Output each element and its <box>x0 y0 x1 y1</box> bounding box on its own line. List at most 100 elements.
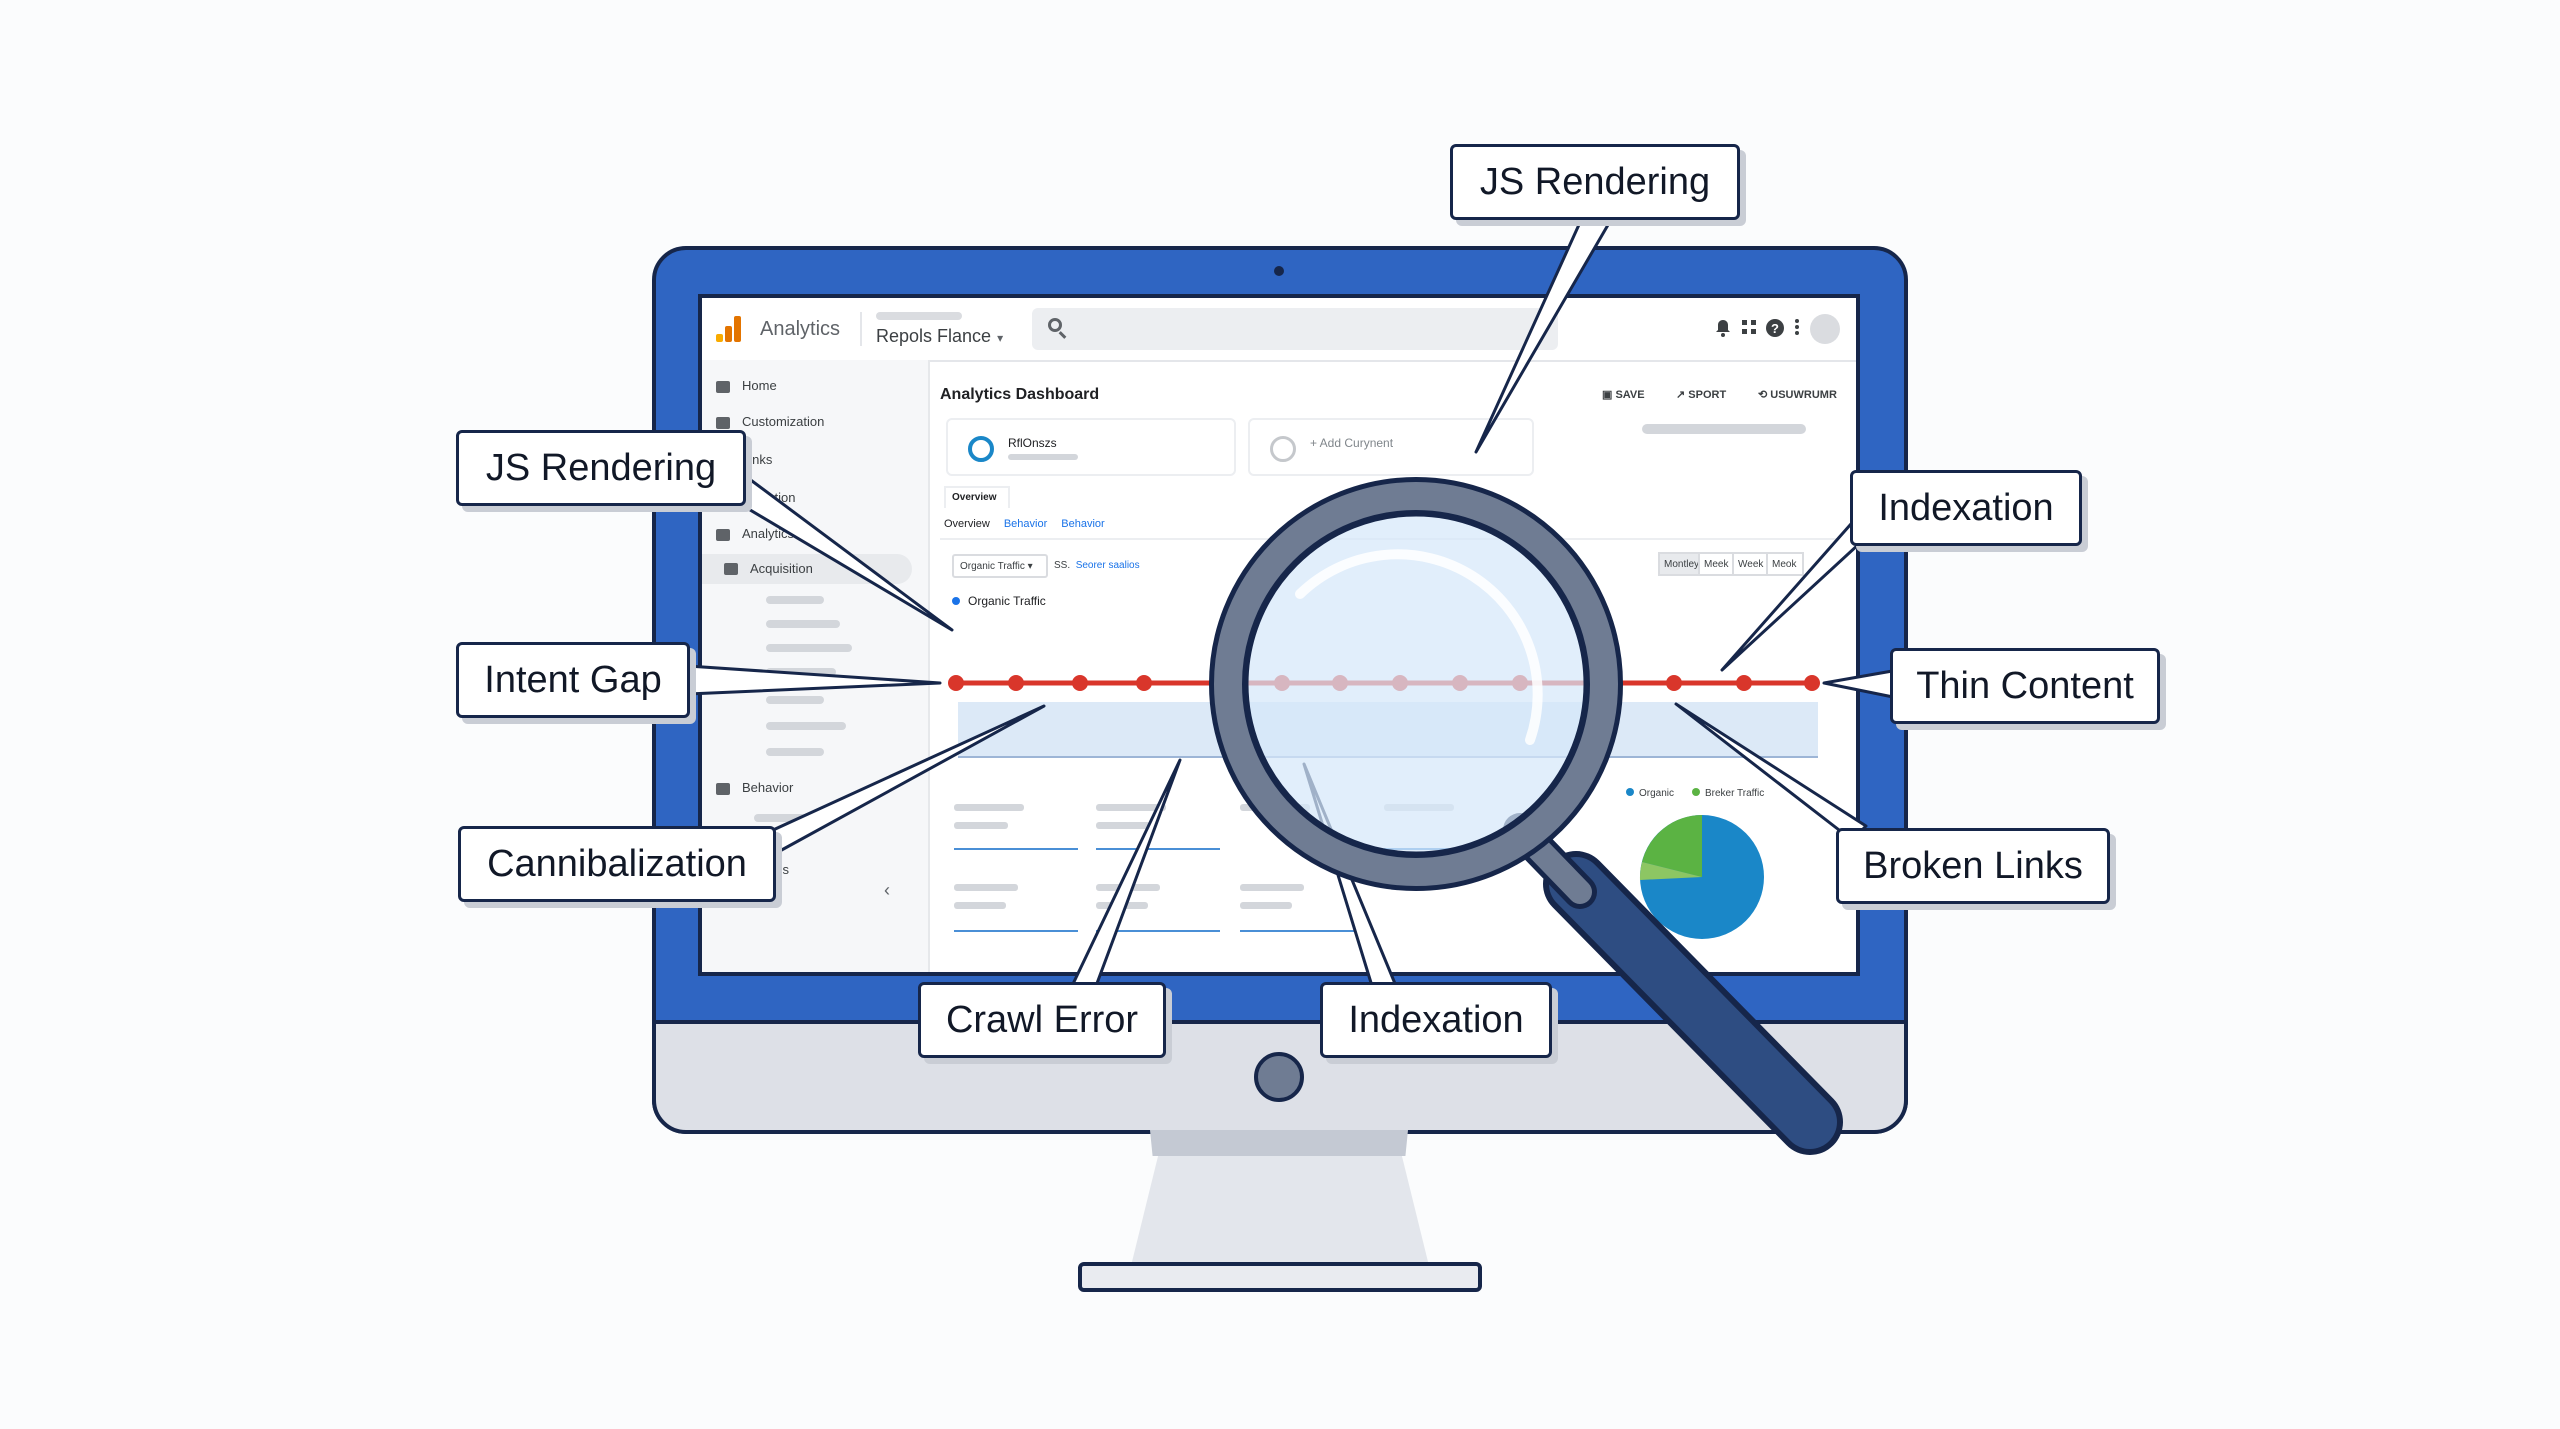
share-label: USUWRUMR <box>1770 389 1837 401</box>
callout-leader <box>1474 216 1614 454</box>
filter-extra-label: SS. <box>1054 560 1071 571</box>
issue-marker-dot <box>1072 675 1088 691</box>
card-title: RflOnszs <box>1008 436 1057 450</box>
sub-item-placeholder <box>766 696 824 704</box>
callout-intent-gap: Intent Gap <box>456 642 690 718</box>
callout-leader <box>1070 758 1182 988</box>
legend-dot-icon <box>1626 788 1634 796</box>
avatar[interactable] <box>1810 314 1840 344</box>
export-icon: ↗ <box>1676 389 1689 401</box>
issue-marker-dot <box>1008 675 1024 691</box>
mini-card-title <box>1240 884 1304 891</box>
sub-item-placeholder <box>766 620 840 628</box>
sub-item-placeholder <box>754 814 806 822</box>
chart-legend: Organic Traffic <box>952 594 1046 608</box>
pie-legend-organic: Organic <box>1626 788 1674 799</box>
grid-icon <box>716 416 730 429</box>
help-icon[interactable]: ? <box>1764 318 1786 340</box>
pie-slice-accent <box>1639 862 1702 880</box>
card-subtitle <box>1008 454 1078 460</box>
mini-sparkline <box>1096 930 1220 932</box>
magnifying-glass-icon <box>1209 477 1843 1155</box>
apps-icon[interactable] <box>1738 318 1760 340</box>
power-button-icon <box>1254 1052 1304 1102</box>
subtabs: Overview Behavior Behavior <box>944 518 1119 530</box>
add-card-label: + Add Curynent <box>1310 436 1394 450</box>
sidebar-item-behavior[interactable]: Behavior <box>716 780 793 795</box>
subtab-behavior-2[interactable]: Behavior <box>1061 518 1105 530</box>
date-range-selector[interactable] <box>1642 424 1806 434</box>
property-name: Repols Flance <box>876 326 992 346</box>
legend-label: Organic <box>1639 788 1675 799</box>
tab-overview[interactable]: Overview <box>944 486 1010 508</box>
filter-link[interactable]: Seorer saalios <box>1075 560 1140 571</box>
callout-indexation-bottom: Indexation <box>1320 982 1552 1058</box>
range-meok[interactable]: Meok <box>1766 552 1804 576</box>
camera-icon <box>1274 266 1284 276</box>
mini-sparkline <box>1096 848 1220 850</box>
subtab-behavior[interactable]: Behavior <box>1003 518 1048 530</box>
collapse-sidebar-icon[interactable]: ‹ <box>884 880 890 900</box>
issue-marker-dot <box>1666 675 1682 691</box>
issue-marker-dot <box>1736 675 1752 691</box>
save-label: SAVE <box>1615 389 1645 401</box>
chevron-down-icon: ▾ <box>997 331 1004 345</box>
pie-legend-broken: Breker Traffic <box>1692 788 1764 799</box>
export-button[interactable]: ↗ SPORT <box>1676 388 1726 401</box>
bell-icon[interactable] <box>1712 318 1734 340</box>
segment-dropdown[interactable]: Organic Traffic ▾ <box>952 554 1048 578</box>
divider <box>860 312 862 346</box>
sidebar-item-label: Links <box>742 452 773 467</box>
stand-shadow <box>1150 1130 1408 1156</box>
account-placeholder <box>876 312 962 320</box>
mini-card-title <box>1096 804 1166 811</box>
pie-slice-broken <box>1642 815 1702 877</box>
range-monthly[interactable]: Montley <box>1658 552 1706 576</box>
save-button[interactable]: ▣ SAVE <box>1602 388 1645 401</box>
metric-card[interactable]: RflOnszs <box>946 418 1236 476</box>
callout-cannibalization: Cannibalization <box>458 826 776 902</box>
monitor-stand-base <box>1078 1262 1482 1292</box>
mini-card-value <box>954 822 1008 829</box>
mini-sparkline <box>954 848 1078 850</box>
legend-label: Breker Traffic <box>1705 788 1765 799</box>
callout-indexation-right: Indexation <box>1850 470 2082 546</box>
search-input[interactable] <box>1032 308 1558 350</box>
callout-crawl-error: Crawl Error <box>918 982 1166 1058</box>
ring-icon <box>968 436 994 462</box>
legend-dot-icon <box>952 597 960 605</box>
sidebar-item-home[interactable]: Home <box>716 378 777 393</box>
sidebar-item-customization[interactable]: Customization <box>716 414 824 429</box>
chevron-down-icon: ▾ <box>1027 561 1033 572</box>
share-button[interactable]: ⟲ USUWRUMR <box>1758 388 1837 401</box>
mini-card-title <box>954 804 1024 811</box>
subtab-overview[interactable]: Overview <box>944 518 990 530</box>
callout-leader <box>686 664 942 696</box>
property-selector[interactable]: Repols Flance ▾ <box>876 326 1003 347</box>
acquisition-icon <box>724 563 738 575</box>
sub-item-placeholder <box>766 748 824 756</box>
home-icon <box>716 380 730 393</box>
page-title: Analytics Dashboard <box>940 386 1100 403</box>
callout-js-rendering-left: JS Rendering <box>456 430 746 506</box>
export-label: SPORT <box>1688 389 1727 401</box>
issue-marker-dot <box>1136 675 1152 691</box>
sidebar-item-label: Acquisition <box>750 561 813 576</box>
callout-js-rendering-top: JS Rendering <box>1450 144 1740 220</box>
table-icon <box>716 782 730 795</box>
issue-marker-dot <box>948 675 964 691</box>
sub-item-placeholder <box>766 722 846 730</box>
callout-thin-content: Thin Content <box>1890 648 2160 724</box>
sidebar-item-label: Customization <box>742 414 825 429</box>
callout-leader <box>728 476 954 632</box>
callout-leader <box>1822 668 1900 700</box>
mini-sparkline <box>954 930 1078 932</box>
more-icon[interactable] <box>1786 318 1808 340</box>
svg-text:?: ? <box>1771 321 1779 336</box>
mini-card-title <box>954 884 1018 891</box>
legend-dot-icon <box>1692 788 1700 796</box>
share-icon: ⟲ <box>1758 389 1771 401</box>
sub-item-placeholder <box>766 644 852 652</box>
